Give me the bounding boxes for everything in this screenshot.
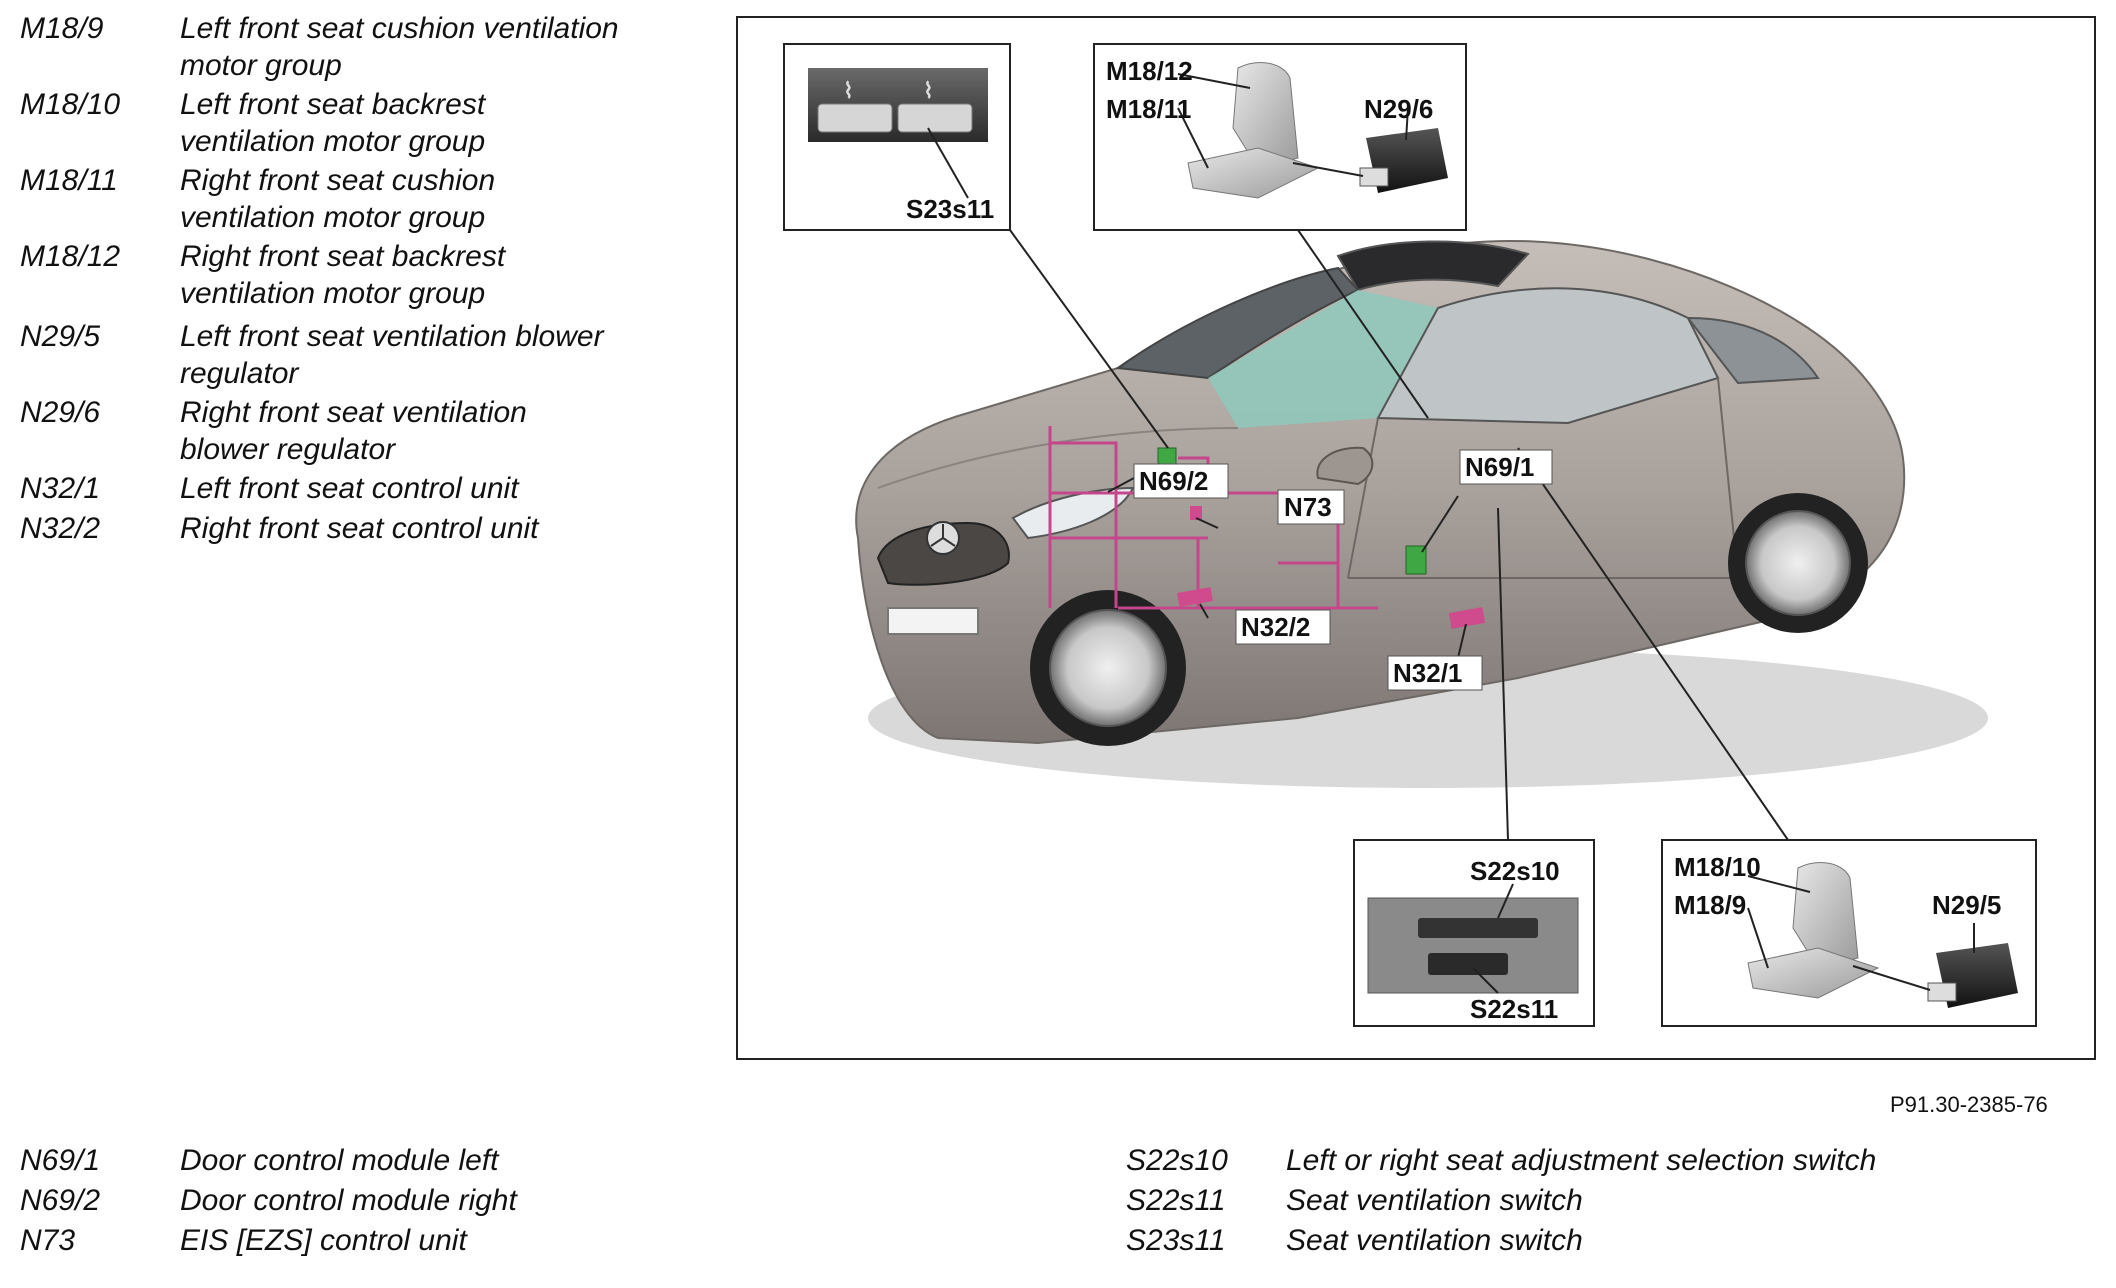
legend-code: N73 — [20, 1224, 76, 1257]
seat-adjust-switch — [1418, 918, 1538, 938]
legend-description: Door control module left — [180, 1144, 499, 1177]
label-n69-1: N69/1 — [1465, 452, 1534, 482]
seat-heat-icon: ⌇ — [843, 78, 854, 103]
label-n69-2: N69/2 — [1139, 466, 1208, 496]
car-component-diagram: ⌇ ⌇ S23s11 M18/12 M18/11 N29/6 S22s10 S2… — [783, 43, 2037, 1027]
front-wheel-rim — [1049, 609, 1167, 727]
label-m18-12: M18/12 — [1106, 56, 1193, 86]
legend-description: Left front seat cushion ventilation — [180, 12, 619, 45]
inset-right-seat: M18/12 M18/11 N29/6 — [1093, 43, 1467, 231]
legend-description: Right front seat control unit — [180, 512, 539, 545]
legend-code: S22s10 — [1126, 1144, 1228, 1177]
legend-description: ventilation motor group — [180, 201, 486, 234]
diagram-frame: ⌇ ⌇ S23s11 M18/12 M18/11 N29/6 S22s10 S2… — [736, 16, 2096, 1060]
figure-reference: P91.30-2385-76 — [1890, 1092, 2048, 1117]
legend-description: Right front seat cushion — [180, 164, 496, 197]
legend-code: M18/10 — [20, 88, 121, 121]
legend-description: ventilation motor group — [180, 125, 486, 158]
legend-code: S23s11 — [1126, 1224, 1226, 1257]
legend-code: N29/6 — [20, 396, 101, 429]
label-n32-1: N32/1 — [1393, 658, 1462, 688]
legend-description: Right front seat ventilation — [180, 396, 527, 429]
license-plate — [887, 607, 979, 635]
interior-dashboard — [1208, 290, 1438, 428]
legend-description: Right front seat backrest — [180, 240, 506, 273]
car-illustration — [855, 239, 1988, 788]
legend-description: Seat ventilation switch — [1286, 1184, 1583, 1217]
label-m18-10: M18/10 — [1674, 852, 1761, 882]
legend-code: N32/2 — [20, 512, 101, 545]
blower-connector-left — [1927, 982, 1957, 1002]
seat-cushion-right — [1187, 147, 1320, 199]
legend-description: Left or right seat adjustment selection … — [1286, 1144, 1877, 1177]
label-s23s11: S23s11 — [906, 194, 994, 224]
legend-description: Left front seat ventilation blower — [180, 320, 604, 353]
legend-description: Left front seat backrest — [180, 88, 486, 121]
seat-vent-button-right — [897, 103, 973, 133]
side-mirror — [1316, 446, 1374, 486]
legend-description: regulator — [180, 357, 299, 390]
leader-lines — [1009, 229, 1789, 841]
seat-fan-icon: ⌇ — [923, 78, 934, 103]
label-n73: N73 — [1284, 492, 1332, 522]
inset-left-seat: M18/10 M18/9 N29/5 — [1661, 839, 2037, 1027]
label-n29-5: N29/5 — [1932, 890, 2001, 920]
blower-connector — [1359, 167, 1389, 187]
inset-s23s11: ⌇ ⌇ S23s11 — [783, 43, 1011, 231]
legend-code: S22s11 — [1126, 1184, 1226, 1217]
legend-description: ventilation motor group — [180, 277, 486, 310]
legend-code: M18/9 — [20, 12, 104, 45]
legend-description: Door control module right — [180, 1184, 517, 1217]
label-n29-6: N29/6 — [1364, 94, 1433, 124]
module-n32-2 — [1177, 587, 1213, 607]
legend-description: Left front seat control unit — [180, 472, 519, 505]
label-s22s11: S22s11 — [1470, 994, 1558, 1024]
legend-code: M18/12 — [20, 240, 121, 273]
legend-code: N29/5 — [20, 320, 101, 353]
legend-code: N32/1 — [20, 472, 101, 505]
legend-description: blower regulator — [180, 433, 396, 466]
label-m18-11: M18/11 — [1106, 94, 1191, 124]
seat-vent-switch — [1428, 953, 1508, 975]
rear-wheel-rim — [1745, 510, 1851, 616]
windshield — [1115, 266, 1360, 380]
legend-description: motor group — [180, 49, 342, 82]
module-n69-1 — [1405, 545, 1427, 575]
rear-window — [1685, 316, 1820, 385]
inset-door-switch: S22s10 S22s11 — [1353, 839, 1595, 1027]
label-n32-2: N32/2 — [1241, 612, 1310, 642]
legend-code: N69/1 — [20, 1144, 101, 1177]
seat-vent-button-left — [817, 103, 893, 133]
star-spokes — [930, 524, 956, 547]
door-switch-panel — [1367, 897, 1579, 994]
label-m18-9: M18/9 — [1674, 890, 1746, 920]
legend-code: M18/11 — [20, 164, 118, 197]
wiring-harness — [1048, 426, 1378, 610]
label-s22s10: S22s10 — [1470, 856, 1560, 886]
module-n73 — [1190, 506, 1202, 520]
legend-code: N69/2 — [20, 1184, 101, 1217]
legend-description: EIS [EZS] control unit — [180, 1224, 467, 1257]
legend-description: Seat ventilation switch — [1286, 1224, 1583, 1257]
seat-cushion-left — [1747, 947, 1880, 999]
module-n32-1 — [1448, 607, 1486, 629]
callout-labels: N69/2 N73 N69/1 N32/2 N32/1 — [1133, 449, 1553, 691]
sunroof — [1336, 240, 1530, 292]
